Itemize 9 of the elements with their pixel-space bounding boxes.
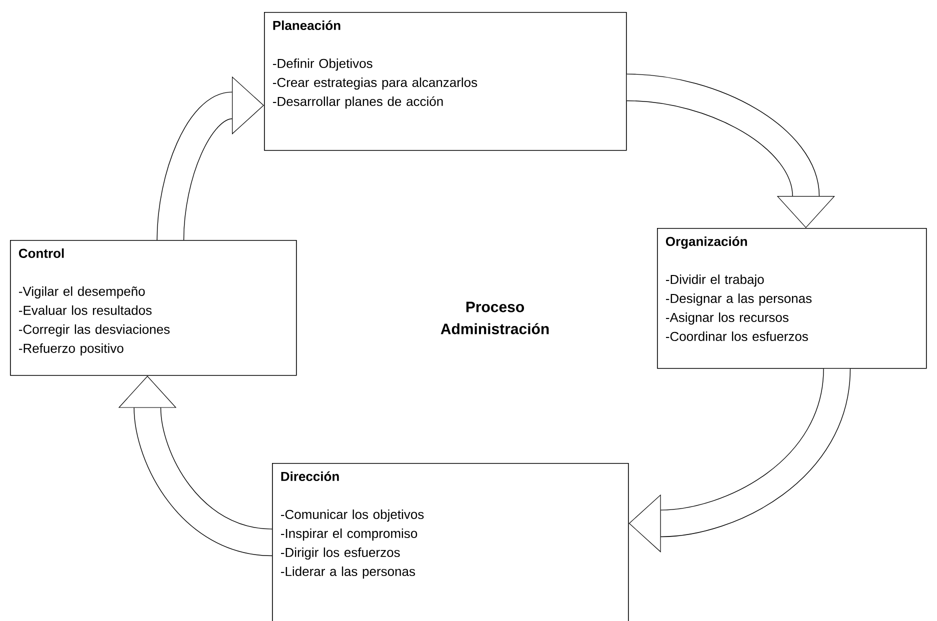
block-arrow [156,76,264,240]
block-arrow [118,376,274,556]
process-box: Dirección -Comunicar los objetivos -Inspirar el compromiso -Dirigir los esfuerzos -Liderar a las personas [272,463,629,621]
block-arrow [626,74,835,228]
center-title: Proceso Administración [440,302,549,334]
process-box: Planeación -Definir Objetivos -Crear estrategias para alcanzarlos -Desarrollar planes de acción [264,12,627,151]
block-arrow [628,368,851,552]
process-box: Control -Vigilar el desempeño -Evaluar los resultados -Corregir las desviaciones -Refuerzo positivo [10,240,297,376]
process-box: Organización -Dividir el trabajo -Designar a las personas -Asignar los recursos -Coordinar los esfuerzos [657,228,927,369]
